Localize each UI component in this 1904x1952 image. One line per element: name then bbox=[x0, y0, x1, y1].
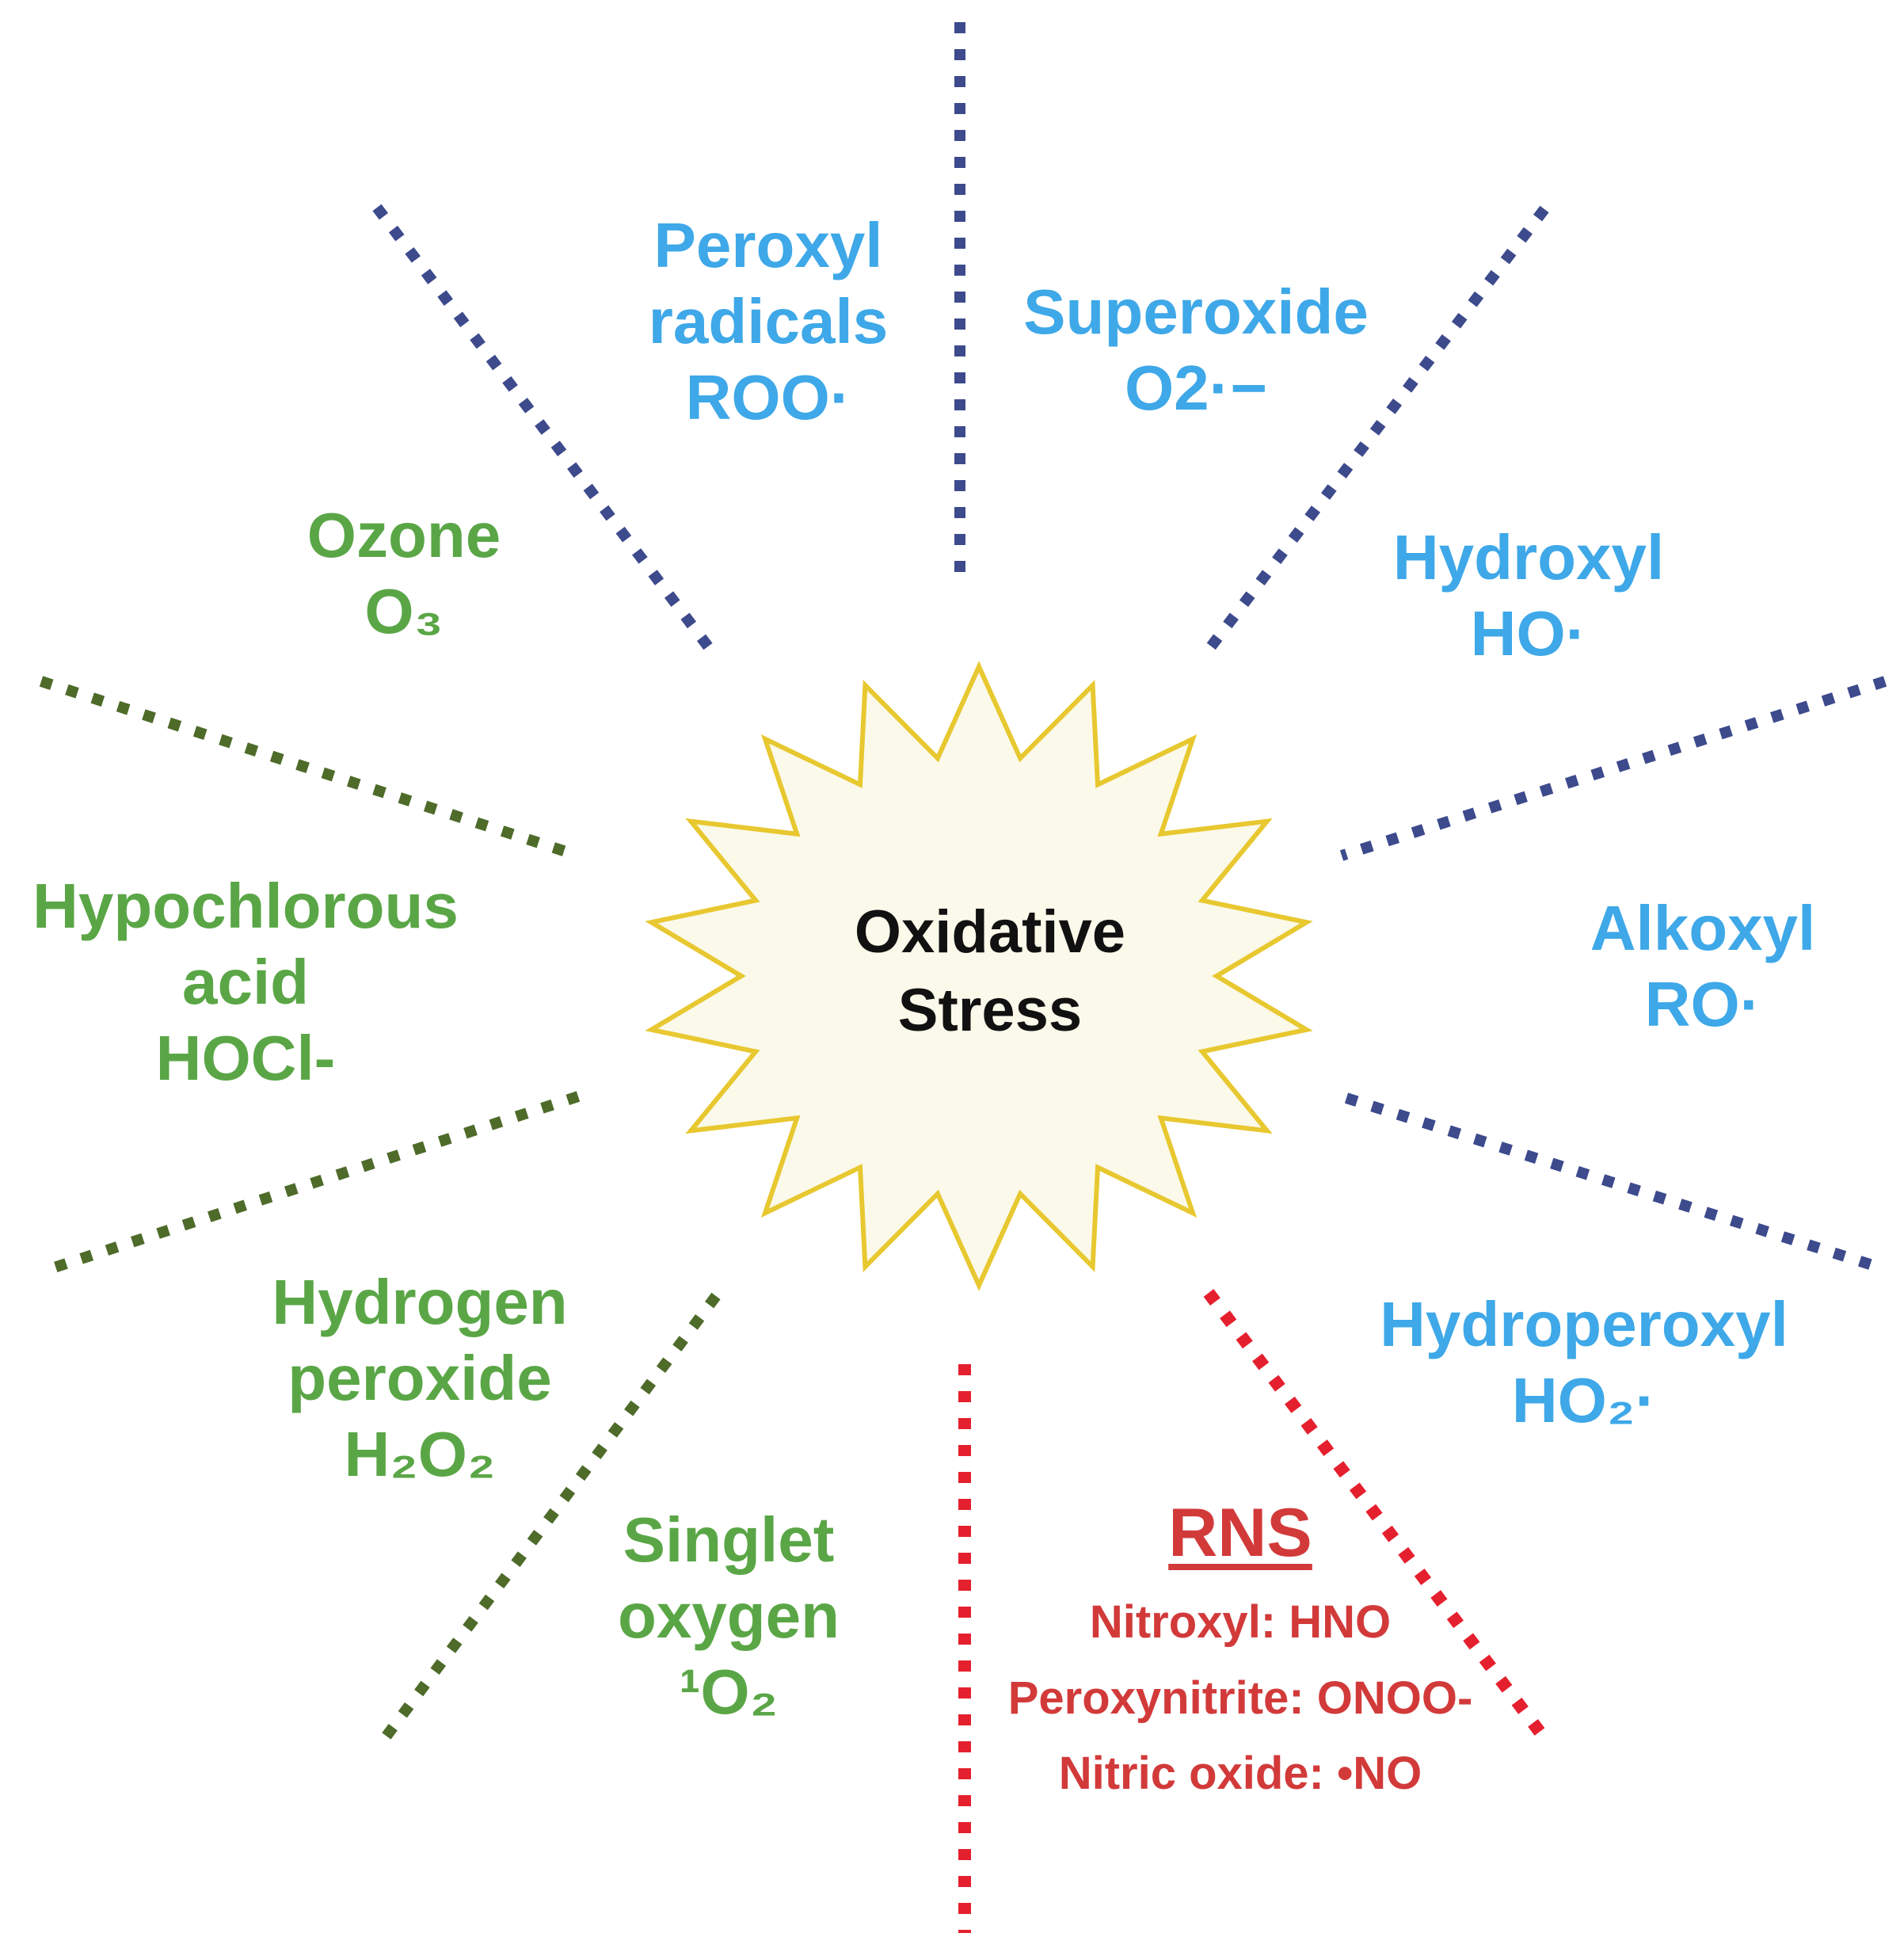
hydrogen-peroxide-line3: H₂O₂ bbox=[344, 1419, 496, 1489]
peroxyl-line2: radicals bbox=[648, 286, 889, 356]
center-line2: Stress bbox=[897, 976, 1083, 1044]
ray-right-upper bbox=[1339, 676, 1887, 861]
superoxide-line2: O2·− bbox=[1124, 353, 1268, 423]
center-label: Oxidative Stress bbox=[824, 894, 1156, 1050]
label-hydroxyl: Hydroxyl HO· bbox=[1370, 520, 1687, 672]
oxidative-stress-starburst bbox=[645, 661, 1313, 1291]
alkoxyl-line1: Alkoxyl bbox=[1590, 893, 1816, 963]
ros-green-rays bbox=[39, 676, 721, 1748]
rns-heading: RNS bbox=[1168, 1495, 1312, 1571]
hydroperoxyl-line2: HO₂· bbox=[1511, 1365, 1657, 1435]
ros-blue-rays bbox=[372, 22, 1887, 1275]
ray-lower-left bbox=[375, 1292, 721, 1748]
singlet-line3: ¹O₂ bbox=[679, 1657, 779, 1727]
label-superoxide: Superoxide O2·− bbox=[1006, 274, 1386, 426]
label-alkoxyl: Alkoxyl RO· bbox=[1552, 890, 1853, 1043]
hypochlorous-line3: HOCl- bbox=[155, 1023, 336, 1093]
peroxyl-line1: Peroxyl bbox=[653, 210, 883, 280]
hypochlorous-line1: Hypochlorous bbox=[32, 871, 459, 941]
label-peroxyl-radicals: Peroxyl radicals ROO· bbox=[602, 208, 935, 436]
hydroperoxyl-line1: Hydroperoxyl bbox=[1380, 1289, 1788, 1359]
alkoxyl-line2: RO· bbox=[1644, 969, 1761, 1039]
ozone-line1: Ozone bbox=[307, 500, 501, 570]
superoxide-line1: Superoxide bbox=[1023, 276, 1369, 347]
ray-left-upper bbox=[39, 676, 581, 861]
label-hypochlorous-acid: Hypochlorous acid HOCl- bbox=[8, 868, 483, 1096]
label-hydrogen-peroxide: Hydrogen peroxide H₂O₂ bbox=[238, 1264, 602, 1493]
hydroxyl-line1: Hydroxyl bbox=[1392, 522, 1665, 593]
ray-right-lower bbox=[1344, 1092, 1887, 1275]
ray-upper-right bbox=[1199, 205, 1549, 660]
rns-item-nitric-oxide: Nitric oxide: •NO bbox=[1058, 1748, 1422, 1800]
hypochlorous-line2: acid bbox=[181, 947, 310, 1017]
peroxyl-line3: ROO· bbox=[685, 362, 851, 433]
hydroxyl-line2: HO· bbox=[1470, 598, 1587, 669]
ray-left-lower bbox=[42, 1091, 581, 1276]
label-singlet-oxygen: Singlet oxygen ¹O₂ bbox=[570, 1502, 887, 1730]
ozone-line2: O₃ bbox=[364, 576, 444, 646]
rns-item-nitroxyl: Nitroxyl: HNO bbox=[1089, 1596, 1392, 1649]
singlet-line1: Singlet bbox=[623, 1504, 835, 1575]
singlet-line2: oxygen bbox=[617, 1580, 840, 1651]
hydrogen-peroxide-line1: Hydrogen bbox=[272, 1267, 568, 1337]
rns-block: RNS Nitroxyl: HNO Peroxynitrite: ONOO- N… bbox=[971, 1493, 1510, 1801]
hydrogen-peroxide-line2: peroxide bbox=[288, 1343, 552, 1413]
label-ozone: Ozone O₃ bbox=[261, 498, 546, 650]
center-line1: Oxidative bbox=[854, 898, 1126, 966]
label-hydroperoxyl: Hydroperoxyl HO₂· bbox=[1362, 1287, 1806, 1439]
rns-item-peroxynitrite: Peroxynitrite: ONOO- bbox=[1007, 1672, 1473, 1724]
